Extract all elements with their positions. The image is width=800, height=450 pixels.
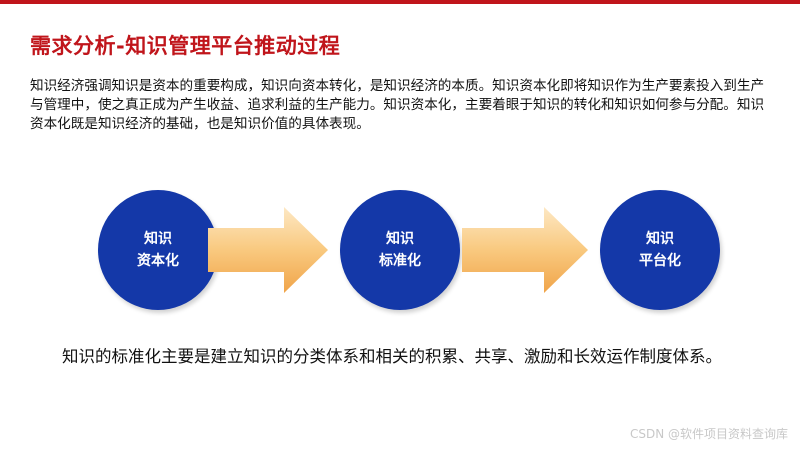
- summary-paragraph: 知识的标准化主要是建立知识的分类体系和相关的积累、共享、激励和长效运作制度体系。: [62, 347, 722, 366]
- flow-arrow-1: [208, 207, 328, 293]
- step-label-capitalization: 知识 资本化: [137, 231, 179, 269]
- step-label-standardization: 知识 标准化: [379, 231, 421, 269]
- step-circle-standardization: 知识 标准化: [340, 190, 460, 310]
- step-label-platformization: 知识 平台化: [639, 231, 681, 269]
- step-circle-capitalization: 知识 资本化: [98, 190, 218, 310]
- step-circle-platformization: 知识 平台化: [600, 190, 720, 310]
- intro-paragraph: 知识经济强调知识是资本的重要构成，知识向资本转化，是知识经济的本质。知识资本化即…: [30, 78, 765, 132]
- top-accent-bar: [0, 0, 800, 4]
- flow-arrow-2: [462, 207, 588, 293]
- slide-title: 需求分析-知识管理平台推动过程: [30, 34, 341, 58]
- process-flow: 知识 资本化 知识 标准化 知识 平台化: [0, 180, 800, 325]
- watermark: CSDN @软件项目资料查询库: [629, 427, 788, 441]
